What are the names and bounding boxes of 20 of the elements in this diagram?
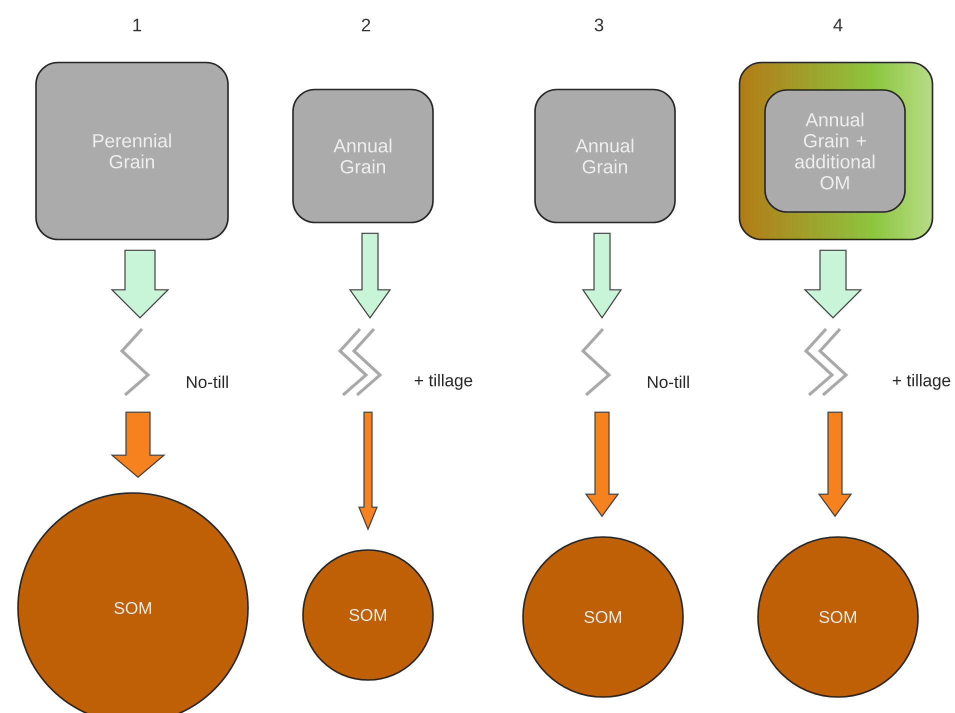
tillage-label: No-till <box>648 376 689 388</box>
block-arrow <box>584 412 620 518</box>
column-number: 3 <box>594 18 604 32</box>
block-arrow <box>818 412 852 518</box>
tillage-label: No-till <box>186 376 228 388</box>
tillage-label: + tillage <box>414 374 472 390</box>
grain-box: Annual Grain <box>292 88 434 224</box>
block-arrow <box>348 232 392 319</box>
block-arrow <box>358 412 378 531</box>
column-number: 4 <box>833 18 842 32</box>
column-number: 1 <box>133 18 142 32</box>
block-arrow <box>582 232 622 319</box>
grain-box: Perennial Grain <box>35 62 229 240</box>
block-arrow <box>110 250 170 319</box>
block-arrow <box>804 250 862 319</box>
grain-box: Annual Grain + additional OM <box>764 89 906 213</box>
grain-box: Annual Grain <box>534 88 676 224</box>
column-number: 2 <box>362 18 370 32</box>
tillage-label: + tillage <box>892 374 950 390</box>
block-arrow <box>110 412 166 478</box>
